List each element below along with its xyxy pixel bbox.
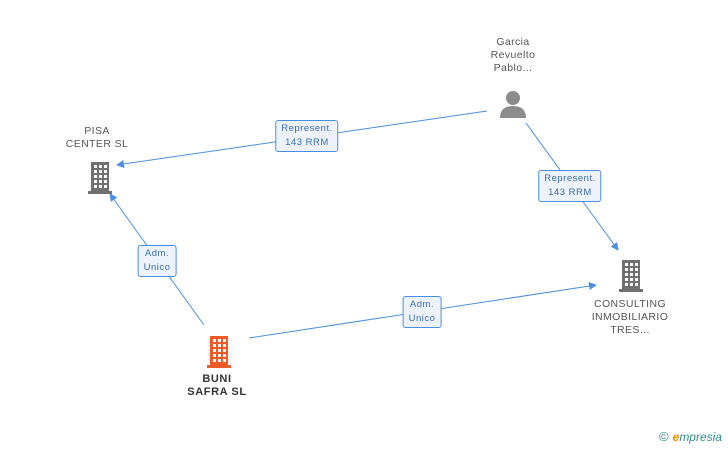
edge-role-detail: Unico <box>143 262 171 273</box>
edge-role: Represent. <box>281 123 333 134</box>
edge-label-buni-to-consulting[interactable]: Adm. Unico <box>402 296 442 328</box>
edge-role-detail: 143 RRM <box>285 137 329 148</box>
edge-role-detail: 143 RRM <box>548 187 592 198</box>
edge-label-garcia-to-pisa[interactable]: Represent. 143 RRM <box>275 120 339 152</box>
building-icon[interactable] <box>619 260 643 292</box>
edge-role: Adm. <box>144 248 170 259</box>
person-icon[interactable] <box>500 91 526 118</box>
empresia-logo-initial: e <box>672 430 680 444</box>
building-icon[interactable] <box>88 162 112 194</box>
node-label-consulting[interactable]: CONSULTING INMOBILIARIO TRES... <box>591 298 669 336</box>
node-label-pisa[interactable]: PISA CENTER SL <box>65 125 129 150</box>
edge-label-garcia-to-consulting[interactable]: Represent. 143 RRM <box>538 170 602 202</box>
building-icon[interactable] <box>207 336 231 368</box>
edge-role: Represent. <box>544 173 596 184</box>
edge-role-detail: Unico <box>408 313 436 324</box>
edge-role: Adm. <box>409 299 435 310</box>
empresia-credit[interactable]: ©empresia <box>659 429 722 444</box>
node-label-garcia[interactable]: Garcia Revuelto Pablo... <box>490 36 536 74</box>
node-label-buni[interactable]: BUNI SAFRA SL <box>187 373 247 398</box>
empresia-logo-text: mpresia <box>679 430 722 444</box>
copyright-icon: © <box>659 429 669 444</box>
edge-label-buni-to-pisa[interactable]: Adm. Unico <box>137 245 177 277</box>
